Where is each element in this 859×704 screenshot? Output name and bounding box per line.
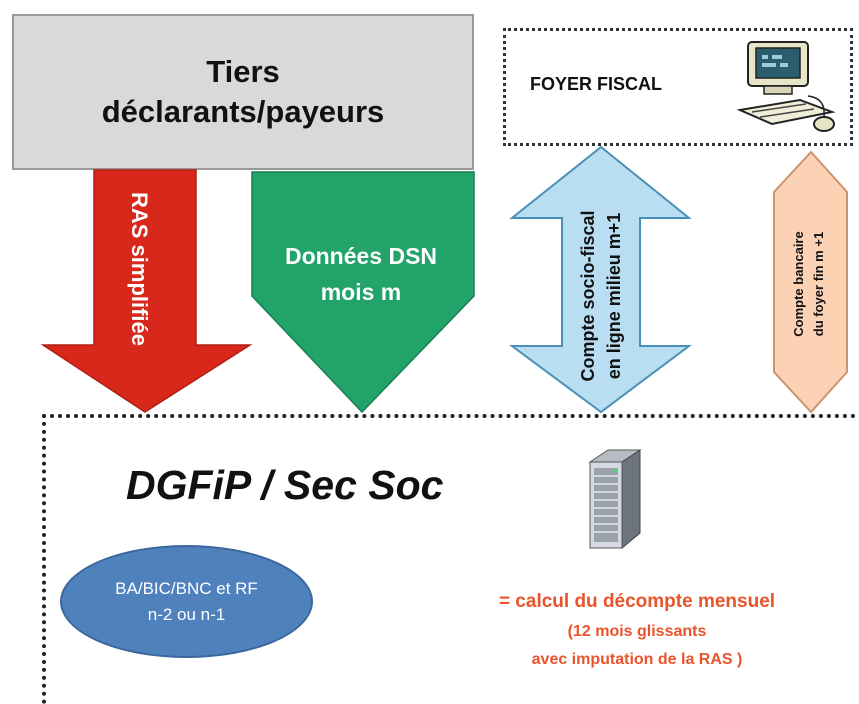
compte-socio-fiscal-arrow xyxy=(508,145,692,414)
tiers-label: Tiers déclarants/payeurs xyxy=(101,54,385,129)
compte-bancaire-arrow xyxy=(773,150,848,414)
calcul-line-1: = calcul du décompte mensuel xyxy=(498,591,776,612)
server-icon xyxy=(588,449,642,550)
compte-bancaire-label: Compte bancaire du foyer fin m +1 xyxy=(791,231,826,337)
dgfip-area xyxy=(42,414,859,704)
ras-label: RAS simplifiée xyxy=(127,191,152,347)
tiers-declarants-box: Tiers déclarants/payeurs xyxy=(12,14,474,170)
ras-arrow xyxy=(40,169,253,413)
compte-socio-fiscal-label: Compte socio-fiscal en ligne milieu m+1 xyxy=(578,210,624,382)
computer-icon xyxy=(736,41,836,132)
calcul-line-2: (12 mois glissants xyxy=(567,623,707,640)
revenus-ellipse-label: BA/BIC/BNC et RF n-2 ou n-1 xyxy=(115,578,258,624)
dsn-label: Données DSN mois m xyxy=(284,243,438,305)
dsn-arrow xyxy=(251,171,475,414)
foyer-fiscal-label: FOYER FISCAL xyxy=(530,74,663,94)
calcul-line-3: avec imputation de la RAS ) xyxy=(531,651,743,668)
revenus-ellipse: BA/BIC/BNC et RF n-2 ou n-1 xyxy=(60,545,313,658)
dgfip-title: DGFiP / Sec Soc xyxy=(126,462,444,508)
